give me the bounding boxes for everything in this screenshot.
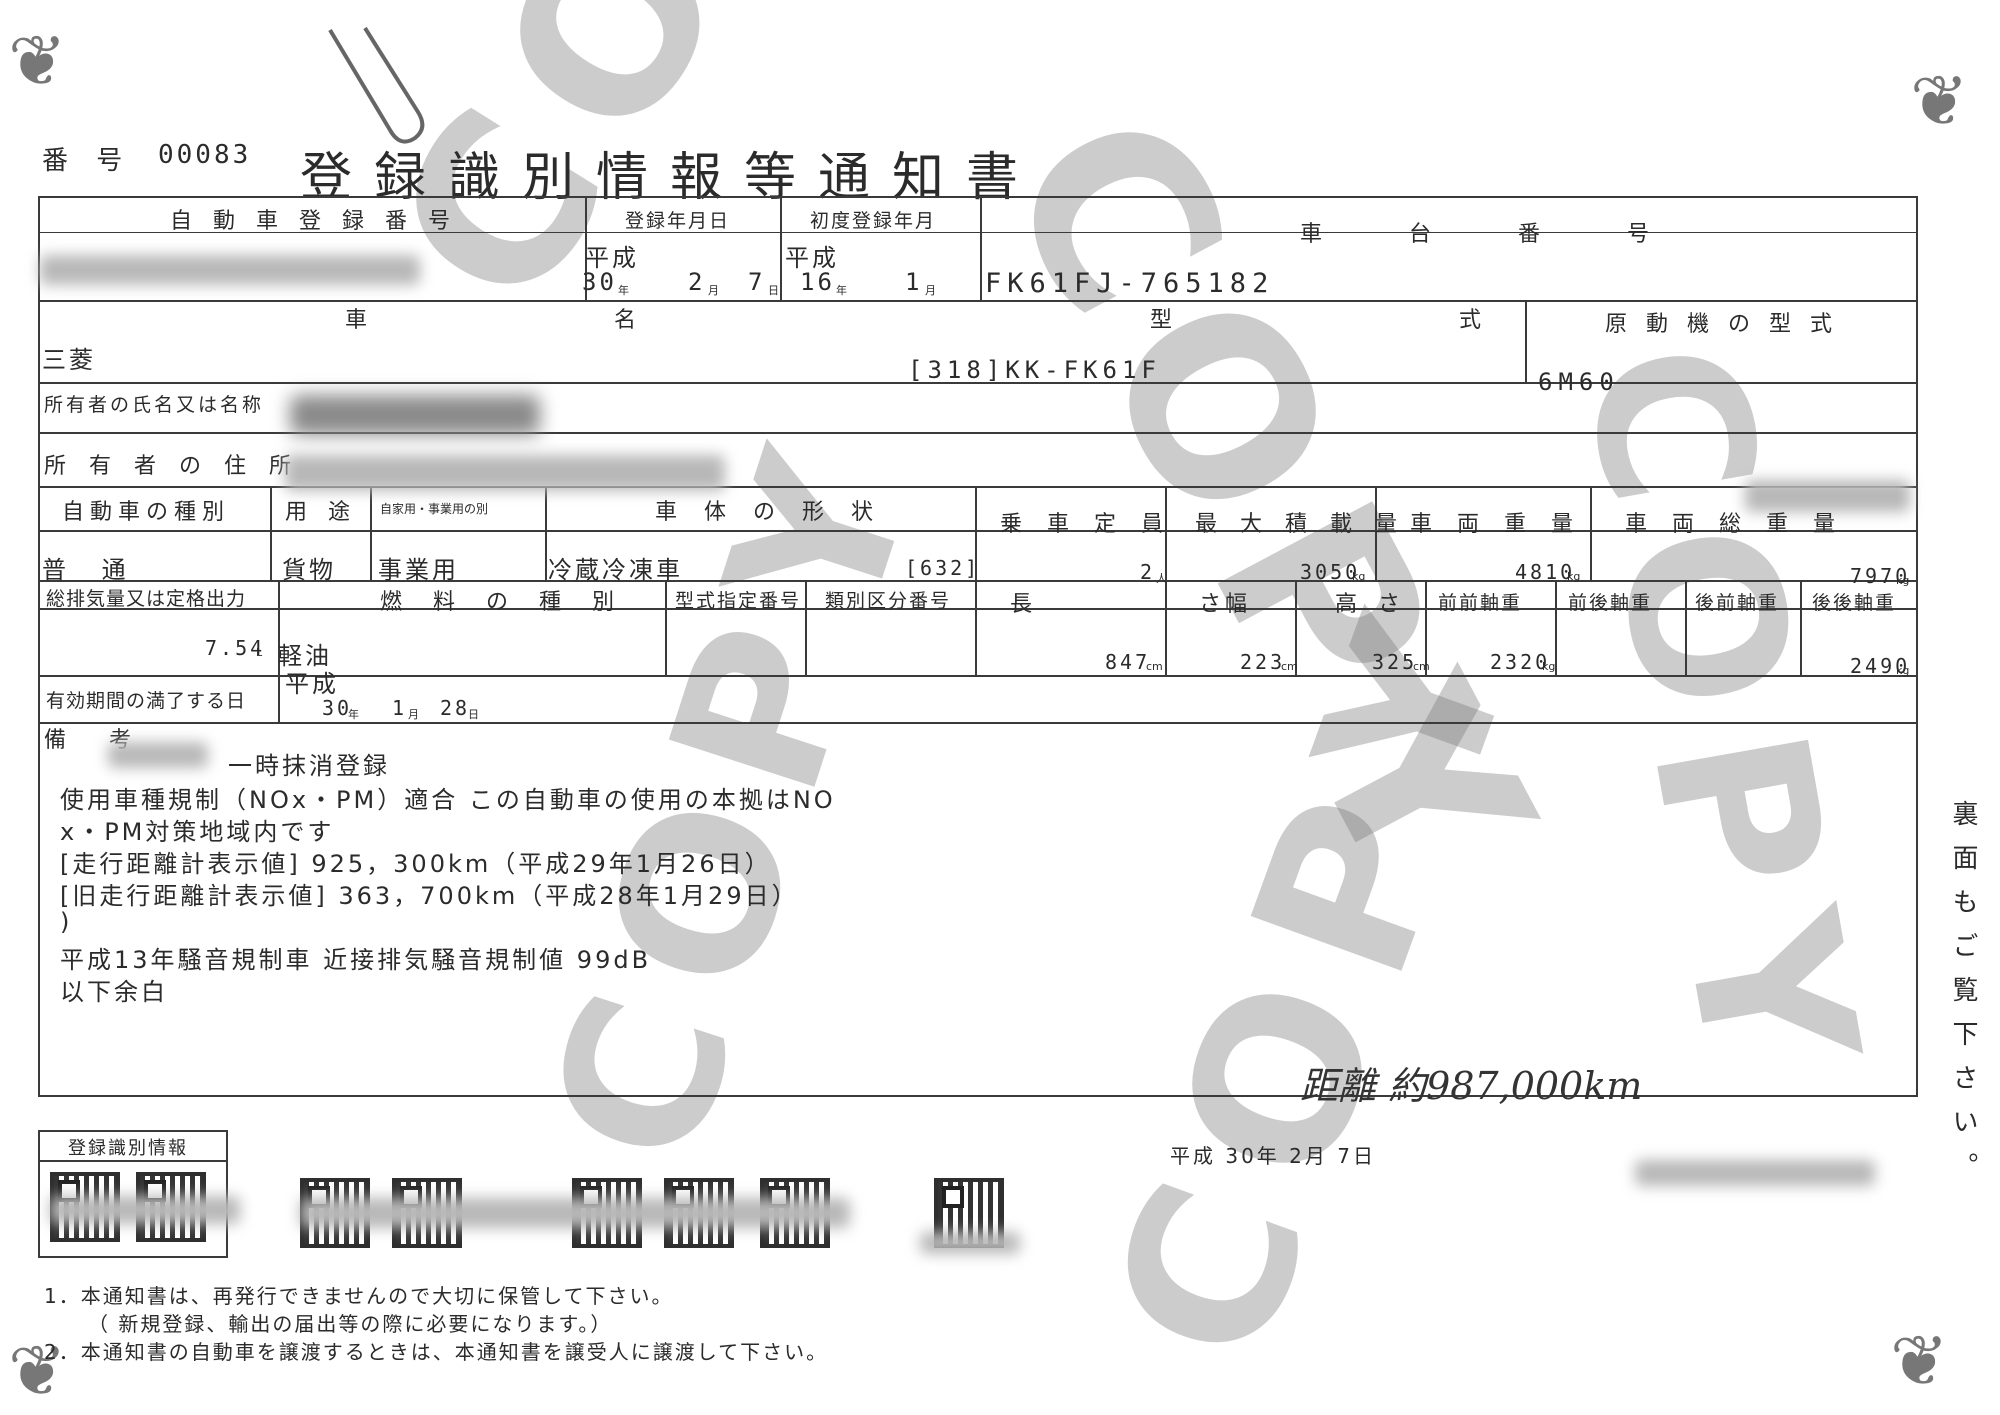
- rear-front-axle-label: 後前軸重: [1695, 592, 1780, 614]
- number-label: 番 号: [42, 146, 133, 176]
- remarks-line: 以下余白: [60, 978, 168, 1006]
- qr-code-redacted: [50, 1196, 240, 1224]
- remarks-line: [旧走行距離計表示値] 363，700km（平成28年1月29日）: [60, 882, 799, 910]
- expiry-month: 1: [392, 696, 408, 720]
- model-label: 型 式: [1150, 308, 1621, 333]
- front-front-axle: 2320: [1490, 650, 1551, 674]
- side-note: 裏面もご覧下さい。: [1948, 800, 1978, 1196]
- footer-note-2: （ 新規登録、輸出の届出等の際に必要になります。）: [88, 1312, 613, 1336]
- expiry-day: 28: [440, 696, 471, 720]
- number-value: 00083: [158, 140, 252, 170]
- first-registration-month: 1: [905, 268, 923, 296]
- corner-ornament-icon: ❦: [1910, 60, 1969, 142]
- first-registration-era: 平成: [785, 244, 839, 272]
- extra-redacted: [1745, 480, 1910, 512]
- engine-model: 6M60: [1538, 368, 1620, 396]
- remarks-redacted: [108, 742, 208, 768]
- width-label: 幅: [1225, 592, 1255, 617]
- expiry-era: 平成: [285, 670, 339, 698]
- type-designation-label: 型式指定番号: [675, 590, 802, 612]
- remarks-line: ): [60, 908, 73, 936]
- owner-address-label: 所 有 者 の 住 所: [44, 454, 299, 479]
- qr-code-redacted: [920, 1232, 1020, 1254]
- max-load: 3050: [1300, 560, 1361, 584]
- qr-code-box: [38, 1130, 228, 1258]
- qr-code-label: 登録識別情報: [68, 1138, 188, 1159]
- rear-rear-axle-label: 後後軸重: [1812, 592, 1897, 614]
- registration-era: 平成: [585, 244, 639, 272]
- category-number-label: 類別区分番号: [825, 590, 952, 612]
- gross-weight: 7970: [1850, 564, 1911, 588]
- paperclip-icon: [328, 26, 425, 144]
- height: 325: [1372, 650, 1418, 674]
- remarks-line: 使用車種規制（NOx・PM）適合 この自動車の使用の本拠はNO: [60, 786, 836, 814]
- registration-number-label: 自 動 車 登 録 番 号: [170, 209, 457, 234]
- page-title: 登録識別情報等通知書: [300, 148, 1041, 208]
- first-registration-year: 16: [800, 268, 835, 296]
- front-rear-axle-label: 前後軸重: [1568, 592, 1653, 614]
- gross-weight-label: 車 両 総 重 量: [1625, 512, 1844, 537]
- height-label: 高 さ: [1335, 592, 1407, 617]
- length-label: 長 さ: [1010, 592, 1301, 617]
- chassis-number-label: 車 台 番 号: [1300, 222, 1689, 247]
- registration-year: 30: [582, 268, 617, 296]
- owner-name-redacted: [290, 395, 540, 435]
- displacement: 7.54: [205, 636, 266, 660]
- vehicle-kind-label: 自動車の種別: [62, 500, 231, 525]
- vehicle-weight: 4810: [1515, 560, 1576, 584]
- use: 貨物: [282, 556, 336, 584]
- car-name-label: 車 名: [345, 308, 756, 333]
- engine-model-label: 原 動 機 の 型 式: [1605, 312, 1838, 337]
- front-front-axle-label: 前前軸重: [1438, 592, 1523, 614]
- footer-note-1: 1．本通知書は、再発行できませんので大切に保管して下さい。: [44, 1284, 674, 1308]
- owner-address-redacted: [285, 455, 725, 491]
- issue-date: 平成 30年 2月 7日: [1170, 1144, 1376, 1168]
- body-code: [632]: [905, 556, 981, 580]
- maker: 三菱: [42, 346, 96, 374]
- copy-watermark-4: COPY: [1063, 562, 1574, 1392]
- remarks-line: [走行距離計表示値] 925，300km（平成29年1月26日）: [60, 850, 772, 878]
- issuer-redacted: [1635, 1160, 1875, 1186]
- corner-ornament-icon: ❦: [1890, 1320, 1949, 1402]
- expiry-label: 有効期間の満了する日: [46, 690, 247, 712]
- remarks-line: x・PM対策地域内です: [60, 818, 335, 846]
- chassis-number: FK61FJ-765182: [985, 268, 1275, 299]
- remarks-line: 平成13年騒音規制車 近接排気騒音規制値 99dB: [60, 946, 652, 974]
- fuel-label: 燃 料 の 種 別: [380, 590, 626, 615]
- first-registration-label: 初度登録年月: [810, 210, 937, 232]
- vehicle-weight-label: 車 両 重 量: [1410, 512, 1582, 537]
- qr-code-redacted: [300, 1198, 850, 1228]
- corner-ornament-icon: ❦: [8, 20, 67, 102]
- purpose: 事業用: [378, 556, 459, 584]
- owner-name-label: 所有者の氏名又は名称: [44, 394, 265, 416]
- use-label: 用 途: [285, 500, 357, 525]
- registration-day: 7: [748, 268, 766, 296]
- body-shape: 冷蔵冷凍車: [548, 556, 683, 584]
- width: 223: [1240, 650, 1286, 674]
- registration-date-label: 登録年月日: [625, 210, 731, 232]
- capacity-label: 乗 車 定 員: [1000, 512, 1172, 537]
- max-load-label: 最 大 積 載 量: [1195, 512, 1405, 537]
- handwritten-distance-note: 距離 約987,000km: [1300, 1064, 1643, 1108]
- purpose-label: 自家用・事業用の別: [380, 502, 489, 516]
- rear-rear-axle: 2490: [1850, 654, 1911, 678]
- corner-ornament-icon: ❦: [8, 1330, 67, 1412]
- capacity: 2: [1140, 560, 1156, 584]
- registration-month: 2: [688, 268, 706, 296]
- vehicle-kind: 普 通: [42, 556, 140, 584]
- footer-note-3: 2．本通知書の自動車を譲渡するときは、本通知書を譲受人に譲渡して下さい。: [44, 1340, 829, 1364]
- model-code: [318]KK-FK61F: [908, 356, 1161, 384]
- registration-number-redacted: [40, 255, 420, 285]
- expiry-year: 30: [322, 696, 353, 720]
- body-shape-label: 車 体 の 形 状: [655, 500, 883, 525]
- displacement-label: 総排気量又は定格出力: [46, 588, 247, 610]
- fuel: 軽油: [278, 642, 332, 670]
- remarks-line: 一時抹消登録: [228, 752, 390, 780]
- length: 847: [1105, 650, 1151, 674]
